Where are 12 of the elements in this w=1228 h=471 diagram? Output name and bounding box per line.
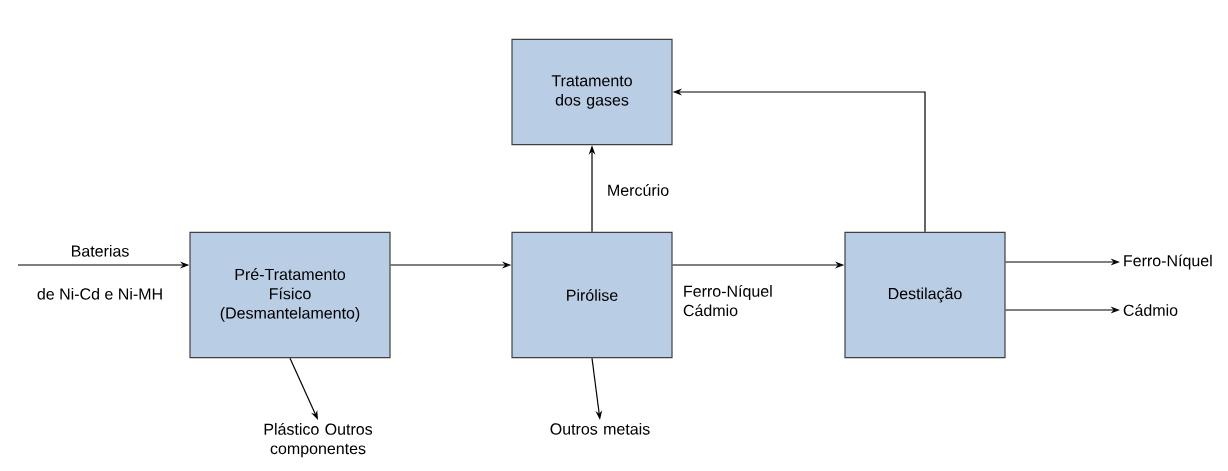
process-box: Pirólise — [511, 231, 673, 359]
process-box: Destilação — [844, 231, 1006, 359]
edge-label: Baterias — [72, 245, 129, 257]
edge-label: Mercúrio — [608, 184, 669, 196]
output-text: Plástico Outros componentes — [264, 422, 373, 458]
process-box: Pré-Tratamento Físico (Desmantelamento) — [189, 231, 391, 359]
edge-label: Ferro-Níquel Cádmio — [683, 284, 772, 317]
process-box: Tratamento dos gases — [511, 38, 673, 146]
output-text: Cádmio — [1123, 304, 1178, 316]
label-text: de Ni-Cd e Ni-MH — [37, 287, 162, 300]
output-text: Outros metais — [550, 422, 650, 435]
output-text: Ferro-Níquel — [1124, 254, 1212, 270]
